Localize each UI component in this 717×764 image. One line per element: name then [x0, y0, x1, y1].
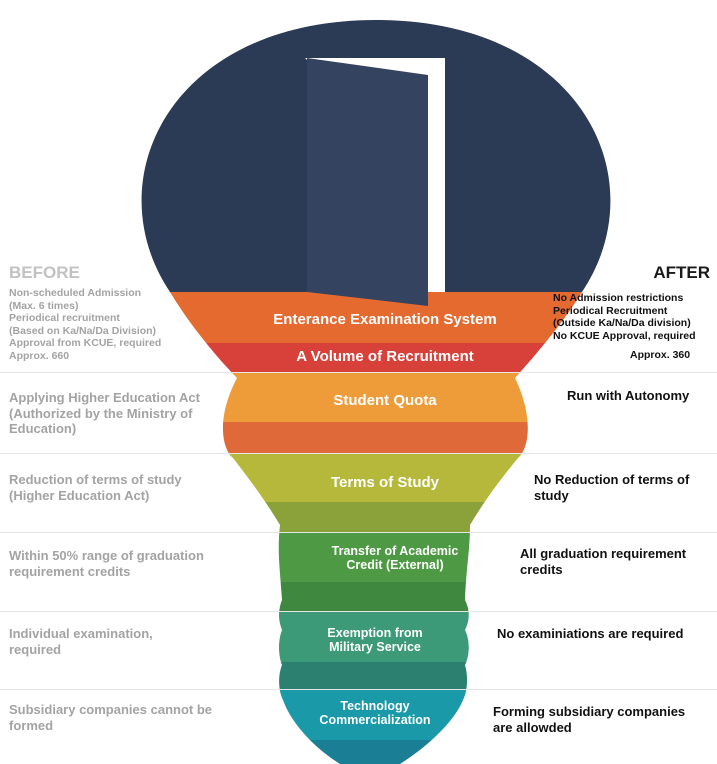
text-line: Student Quota [333, 392, 437, 409]
bulb-band [141, 502, 611, 532]
text-line: requirement credits [9, 563, 131, 579]
before-military: Individual examination,required [9, 626, 239, 657]
before-terms: Reduction of terms of study(Higher Educa… [9, 472, 239, 503]
text-line: Within 50% range of graduation [9, 548, 204, 563]
row-divider [0, 372, 717, 373]
text-line: (Max. 6 times) [9, 299, 79, 312]
text-line: Applying Higher Education Act [9, 390, 200, 405]
text-line: Periodical recruitment [9, 312, 120, 325]
bulb-band [141, 582, 611, 611]
text-line: No Admission restrictions [553, 292, 684, 304]
after-military: No examiniations are required [497, 626, 712, 642]
text-line: Forming subsidiary companies [493, 704, 686, 719]
bulb-band [141, 740, 611, 764]
text-line: Approx. 660 [9, 350, 70, 362]
text-line: Enterance Examination System [273, 311, 497, 328]
text-line: Military Service [329, 640, 421, 655]
label-recruitment-volume: A Volume of Recruitment [230, 348, 540, 365]
text-line: No KCUE Approval, required [553, 329, 696, 342]
bulb-band [141, 292, 611, 343]
text-line: (Authorized by the Ministry of [9, 405, 193, 421]
text-line: Approval from KCUE, required [9, 337, 162, 350]
bulb-band [141, 662, 611, 689]
text-line: are allowded [493, 719, 572, 735]
before-entrance: Non-scheduled Admission(Max. 6 times)Per… [9, 287, 199, 350]
text-line: Technology [340, 699, 410, 713]
row-divider [0, 532, 717, 533]
text-line: (Higher Education Act) [9, 487, 150, 503]
before-quota: Applying Higher Education Act(Authorized… [9, 390, 239, 437]
before-heading: BEFORE [9, 263, 80, 282]
text-line: Non-scheduled Admission [9, 287, 142, 299]
text-line: credits [520, 561, 563, 577]
text-line: Periodical Recruitment [553, 304, 668, 317]
row-divider [0, 453, 717, 454]
text-line: Commercialization [319, 713, 431, 728]
text-line: Approx. 360 [630, 349, 691, 361]
text-line: A Volume of Recruitment [296, 348, 474, 365]
text-line: study [534, 487, 569, 503]
text-line: Terms of Study [330, 474, 440, 491]
row-divider [0, 611, 717, 612]
text-line: formed [9, 717, 54, 733]
label-entrance-exam: Enterance Examination System [230, 311, 540, 328]
text-line: Transfer of Academic [331, 544, 459, 558]
text-line: No Reduction of terms of [534, 472, 690, 487]
text-line: (Based on Ka/Na/Da Division) [9, 324, 157, 337]
text-line: required [9, 641, 62, 657]
text-line: All graduation requirement [520, 546, 687, 561]
label-terms-of-study: Terms of Study [230, 474, 540, 491]
before-volume: Approx. 660 [9, 350, 69, 363]
after-volume: Approx. 360 [630, 349, 690, 362]
text-line: Run with Autonomy [567, 388, 690, 403]
door-frame [305, 58, 445, 292]
text-line: Credit (External) [346, 558, 444, 573]
label-student-quota: Student Quota [230, 392, 540, 409]
door-icon [307, 58, 428, 306]
text-line: Subsidiary companies cannot be [9, 702, 212, 717]
text-line: Reduction of terms of study [9, 472, 182, 487]
after-quota: Run with Autonomy [567, 388, 689, 404]
after-heading: AFTER [653, 263, 710, 282]
row-divider [0, 689, 717, 690]
text-line: Individual examination, [9, 626, 153, 641]
text-line: (Outside Ka/Na/Da division) [553, 317, 691, 330]
text-line: Exemption from [327, 626, 423, 640]
text-line: Education) [9, 421, 77, 437]
text-line: No examiniations are required [497, 626, 684, 641]
